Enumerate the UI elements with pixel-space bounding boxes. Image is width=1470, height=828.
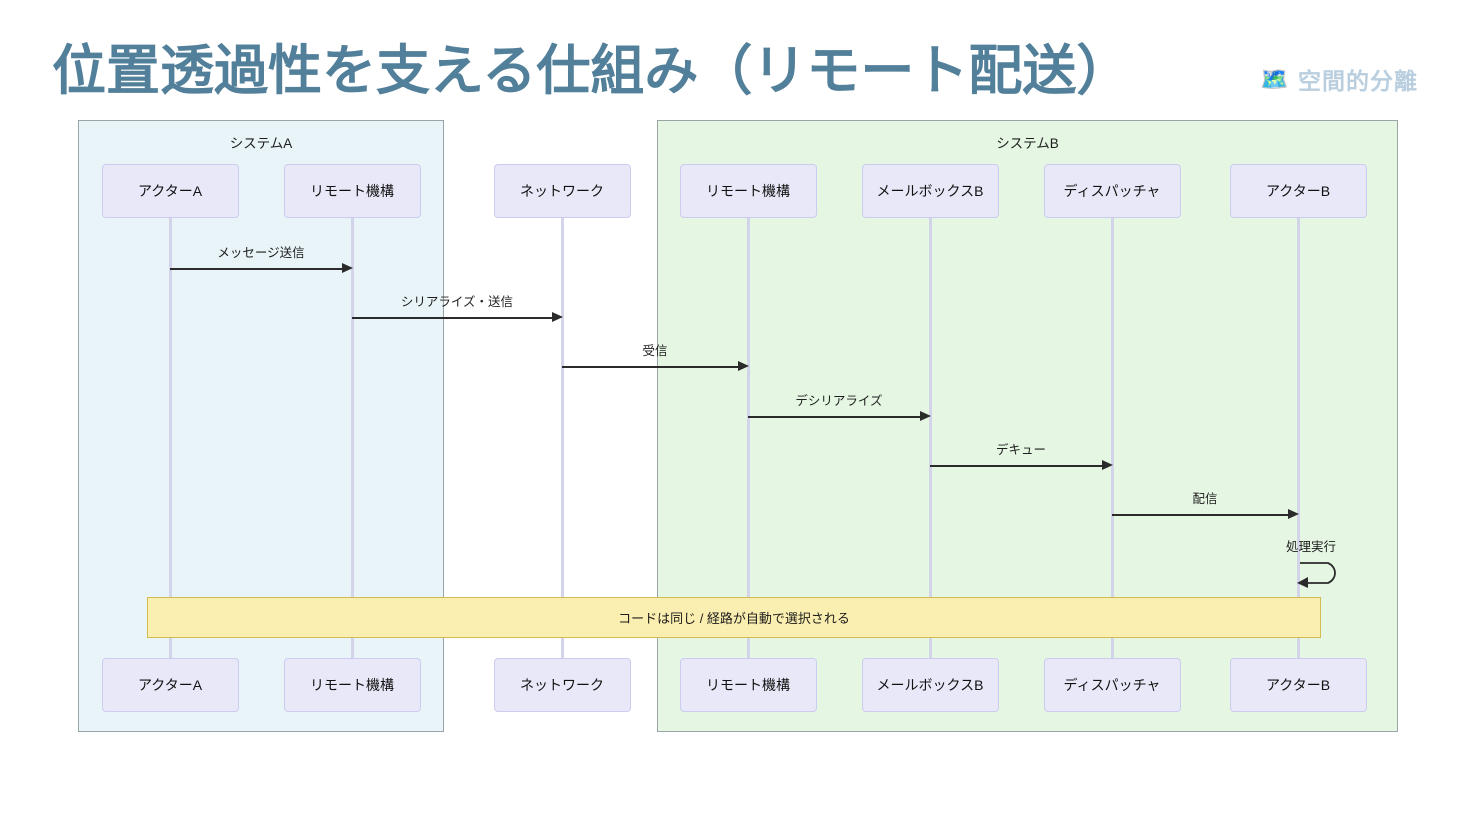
message-line-m2 [352, 317, 553, 319]
participant-actor-b-top[interactable]: アクターB [1229, 164, 1367, 218]
group-title-system-b: システムB [996, 136, 1059, 151]
message-line-m6 [1112, 514, 1289, 516]
message-arrowhead-m2 [552, 312, 563, 323]
message-label-m2: シリアライズ・送信 [400, 295, 514, 309]
message-line-m5 [930, 465, 1103, 467]
participant-dispatcher-bottom[interactable]: ディスパッチャ [1043, 658, 1181, 712]
participant-dispatcher-top[interactable]: ディスパッチャ [1043, 164, 1181, 218]
lifeline-network [560, 216, 564, 658]
lifeline-actor-a [168, 216, 172, 658]
self-message-arrow-m7 [1292, 555, 1354, 589]
participant-remote-b-top[interactable]: リモート機構 [679, 164, 817, 218]
message-label-m7: 処理実行 [1285, 540, 1337, 554]
message-arrowhead-m3 [738, 361, 749, 372]
participant-network-bottom[interactable]: ネットワーク [493, 658, 631, 712]
message-arrowhead-m5 [1102, 460, 1113, 471]
participant-actor-b-bottom[interactable]: アクターB [1229, 658, 1367, 712]
message-line-m4 [748, 416, 921, 418]
participant-remote-b-bottom[interactable]: リモート機構 [679, 658, 817, 712]
participant-actor-a-bottom[interactable]: アクターA [101, 658, 239, 712]
message-label-m5: デキュー [995, 443, 1047, 457]
participant-mailbox-b-bottom[interactable]: メールボックスB [861, 658, 999, 712]
header-badge-label: 空間的分離 [1298, 69, 1418, 94]
lifeline-actor-b [1296, 216, 1300, 658]
participant-remote-a-top[interactable]: リモート機構 [283, 164, 421, 218]
message-label-m3: 受信 [642, 344, 668, 358]
participant-actor-a-top[interactable]: アクターA [101, 164, 239, 218]
world-map-icon: 🗺️ [1260, 65, 1289, 92]
message-line-m3 [562, 366, 739, 368]
lifeline-mailbox-b [928, 216, 932, 658]
message-arrowhead-m4 [920, 411, 931, 422]
participant-mailbox-b-top[interactable]: メールボックスB [861, 164, 999, 218]
lifeline-dispatcher [1110, 216, 1114, 658]
page-title: 位置透過性を支える仕組み（リモート配送） [52, 41, 1131, 101]
message-label-m6: 配信 [1192, 492, 1218, 506]
message-arrowhead-m6 [1288, 509, 1299, 520]
participant-network-top[interactable]: ネットワーク [493, 164, 631, 218]
header-badge: 🗺️ 空間的分離 [1260, 62, 1418, 96]
message-arrowhead-m1 [342, 263, 353, 274]
participant-remote-a-bottom[interactable]: リモート機構 [283, 658, 421, 712]
group-title-system-a: システムA [229, 136, 293, 151]
message-line-m1 [170, 268, 343, 270]
lifeline-remote-a [350, 216, 354, 658]
message-label-m1: メッセージ送信 [217, 246, 305, 260]
message-label-m4: デシリアライズ [795, 394, 883, 408]
lifeline-remote-b [746, 216, 750, 658]
note-code-same: コードは同じ / 経路が自動で選択される [147, 597, 1321, 638]
